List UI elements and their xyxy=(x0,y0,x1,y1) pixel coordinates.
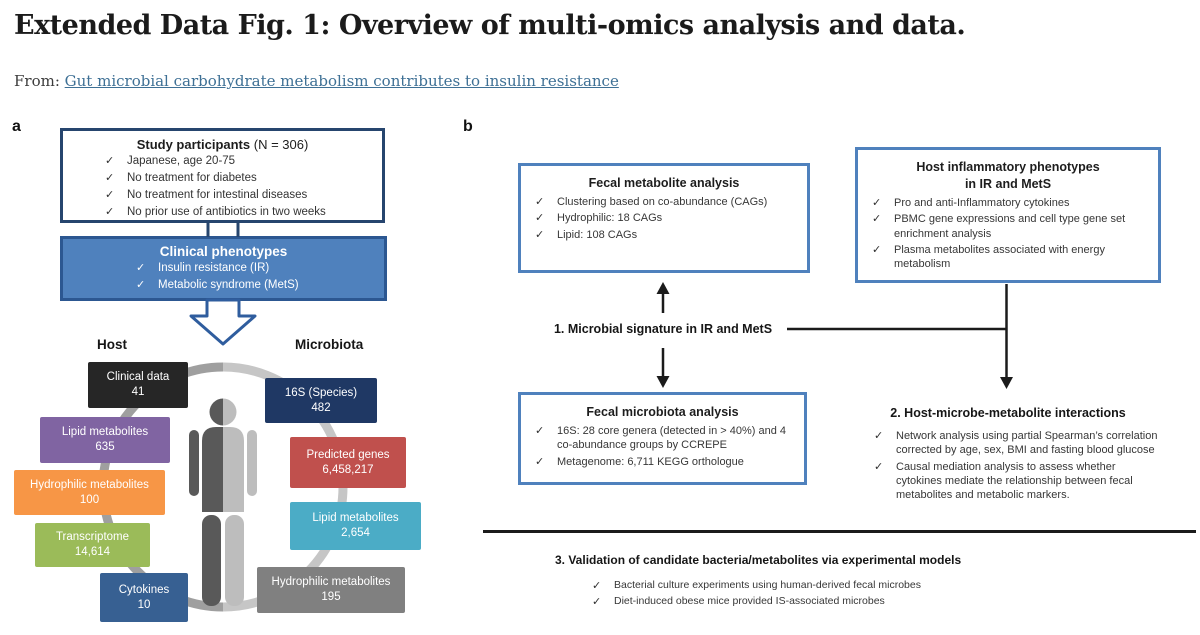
host-heading: Host xyxy=(97,337,127,352)
data-box-label: Lipid metabolites xyxy=(312,512,399,525)
step3-heading: 3. Validation of candidate bacteria/meta… xyxy=(555,553,962,567)
list-item: Insulin resistance (IR) xyxy=(158,262,270,274)
data-box-label: Transcriptome xyxy=(55,531,130,544)
page-title: Extended Data Fig. 1: Overview of multi-… xyxy=(14,10,966,41)
check-icon: ✓ xyxy=(535,425,545,437)
check-icon: ✓ xyxy=(874,460,884,473)
data-box-label: Cytokines xyxy=(118,583,170,596)
host-inflammatory-box: Host inflammatory phenotypes in IR and M… xyxy=(855,147,1161,283)
microbiota-heading: Microbiota xyxy=(295,337,364,352)
data-box-count: 10 xyxy=(137,598,151,611)
list-item: Hydrophilic: 18 CAGs xyxy=(557,212,663,225)
check-icon: ✓ xyxy=(535,212,545,225)
data-box-label: Hydrophilic metabolites xyxy=(30,478,149,491)
data-box-count: 195 xyxy=(321,591,341,603)
check-icon: ✓ xyxy=(136,262,146,274)
block-down-arrow-icon xyxy=(189,298,257,346)
data-box-label: Lipid metabolites xyxy=(61,426,149,439)
data-box-hydrophilic-metabolites-host: Hydrophilic metabolites 100 xyxy=(14,470,165,515)
check-icon: ✓ xyxy=(535,455,545,468)
list-item: No prior use of antibiotics in two weeks xyxy=(127,205,326,218)
data-box-count: 6,458,217 xyxy=(322,463,374,476)
data-box-lipid-metabolites-host: Lipid metabolites 635 xyxy=(40,417,170,463)
check-icon: ✓ xyxy=(874,430,884,442)
data-box-count: 14,614 xyxy=(74,546,111,558)
list-item: Japanese, age 20-75 xyxy=(127,155,236,167)
check-icon: ✓ xyxy=(872,213,882,226)
list-item: Bacterial culture experiments using huma… xyxy=(614,579,921,591)
data-box-count: 100 xyxy=(79,493,100,506)
block-arrow-shaft xyxy=(206,222,240,237)
list-item: Causal mediation analysis to assess whet… xyxy=(896,460,1133,502)
fecal-microbiota-title: Fecal microbiota analysis xyxy=(586,405,739,419)
data-box-predicted-genes: Predicted genes 6,458,217 xyxy=(290,437,406,488)
clinical-phenotypes-title: Clinical phenotypes xyxy=(159,244,288,259)
check-icon: ✓ xyxy=(136,278,146,291)
data-box-lipid-metabolites-microbiota: Lipid metabolites 2,654 xyxy=(290,502,421,550)
data-box-count: 482 xyxy=(311,401,331,414)
data-box-count: 41 xyxy=(131,386,145,398)
study-participants-box: Study participants (N = 306) ✓ Japanese, … xyxy=(60,128,385,223)
data-box-label: Clinical data xyxy=(106,371,170,384)
from-label: From: xyxy=(14,72,65,90)
list-item: Pro and anti-Inflammatory cytokines xyxy=(894,197,1070,209)
elbow-down-arrow-icon xyxy=(1000,284,1013,389)
study-participants-title: Study participants (N = 306) xyxy=(63,137,382,152)
down-arrow-icon xyxy=(656,348,670,388)
title-bold: Study participants xyxy=(136,137,251,152)
list-item: 16S: 28 core genera (detected in > 40%) … xyxy=(557,425,787,452)
list-item: Diet-induced obese mice provided IS-asso… xyxy=(614,594,885,607)
step3-list: ✓ Bacterial culture experiments using hum… xyxy=(592,577,932,608)
check-icon: ✓ xyxy=(535,228,545,241)
clinical-phenotypes-box: Clinical phenotypes ✓ Insulin resistance … xyxy=(60,236,387,301)
data-box-clinical-data: Clinical data 41 xyxy=(88,362,188,408)
check-icon: ✓ xyxy=(105,171,115,184)
data-box-label: Predicted genes xyxy=(306,448,390,461)
fecal-metabolite-box: Fecal metabolite analysis ✓ Clustering ba… xyxy=(518,163,810,273)
list-item: Network analysis using partial Spearman’… xyxy=(896,430,1158,457)
data-box-label: Hydrophilic metabolites xyxy=(271,576,391,589)
data-box-count: 635 xyxy=(95,441,115,453)
host-inflammatory-title: Host inflammatory phenotypes xyxy=(916,160,1100,174)
list-item: Clustering based on co-abundance (CAGs) xyxy=(557,196,768,208)
data-box-cytokines: Cytokines 10 xyxy=(100,573,188,622)
list-item: PBMC gene expressions and cell type gene… xyxy=(894,213,1126,240)
step2-block: 2. Host-microbe-metabolite interactions … xyxy=(858,406,1158,502)
list-item: Plasma metabolites associated with energ… xyxy=(894,243,1105,271)
check-icon: ✓ xyxy=(592,595,602,608)
list-item: No treatment for intestinal diseases xyxy=(127,188,308,201)
person-icon xyxy=(189,398,257,606)
host-inflammatory-title-line2: in IR and MetS xyxy=(964,177,1052,191)
up-arrow-icon xyxy=(656,282,670,313)
panel-b-label: b xyxy=(463,118,473,135)
data-box-count: 2,654 xyxy=(341,527,370,539)
step2-heading: 2. Host-microbe-metabolite interactions xyxy=(890,406,1126,420)
data-box-label: 16S (Species) xyxy=(284,386,358,399)
list-item: Metagenome: 6,711 KEGG orthologue xyxy=(557,455,744,468)
step1-heading: 1. Microbial signature in IR and MetS xyxy=(553,322,773,336)
list-item: Lipid: 108 CAGs xyxy=(557,228,638,241)
check-icon: ✓ xyxy=(105,205,115,218)
fecal-metabolite-title: Fecal metabolite analysis xyxy=(588,176,740,190)
data-box-16s-species: 16S (Species) 482 xyxy=(265,378,377,423)
title-rest: (N = 306) xyxy=(250,137,309,152)
data-box-transcriptome: Transcriptome 14,614 xyxy=(35,523,150,567)
check-icon: ✓ xyxy=(592,580,602,592)
list-item: Metabolic syndrome (MetS) xyxy=(158,278,299,291)
list-item: No treatment for diabetes xyxy=(127,171,257,184)
article-link[interactable]: Gut microbial carbohydrate metabolism co… xyxy=(64,72,619,90)
check-icon: ✓ xyxy=(535,196,545,208)
panel-a-label: a xyxy=(12,118,21,135)
data-box-hydrophilic-metabolites-microbiota: Hydrophilic metabolites 195 xyxy=(257,567,405,613)
source-line: From: Gut microbial carbohydrate metabol… xyxy=(14,72,619,90)
check-icon: ✓ xyxy=(105,188,115,201)
fecal-microbiota-box: Fecal microbiota analysis ✓ 16S: 28 core … xyxy=(518,392,807,485)
check-icon: ✓ xyxy=(872,243,882,256)
check-icon: ✓ xyxy=(105,155,115,167)
check-icon: ✓ xyxy=(872,197,882,209)
